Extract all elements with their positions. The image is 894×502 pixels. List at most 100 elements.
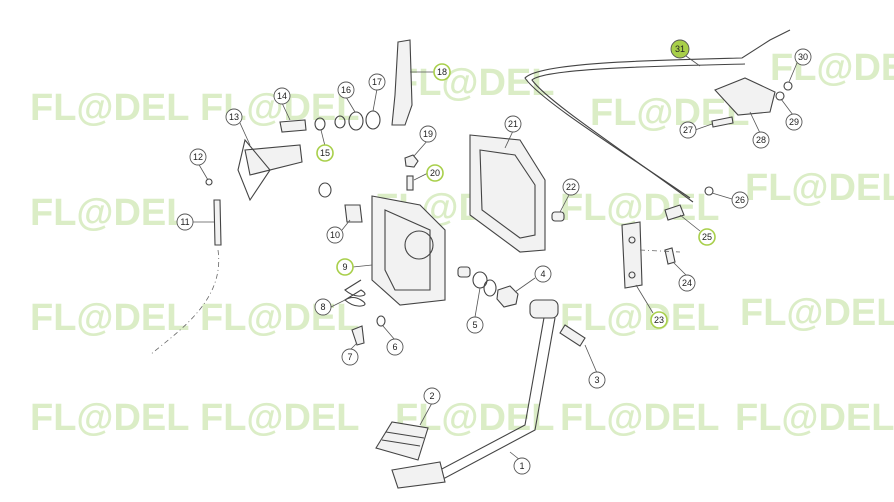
washer	[775, 91, 785, 101]
callout-18[interactable]: 18	[410, 63, 451, 81]
callout-28[interactable]: 28	[749, 111, 770, 149]
callout-12[interactable]: 12	[189, 148, 209, 181]
callout-16[interactable]: 16	[337, 81, 356, 113]
bushing	[551, 211, 565, 222]
washer	[483, 279, 497, 297]
ring	[334, 115, 346, 129]
callout-4[interactable]: 4	[514, 265, 552, 293]
bolt	[664, 247, 676, 265]
callout-7[interactable]: 7	[341, 342, 359, 366]
callout-26[interactable]: 26	[711, 191, 749, 209]
pedal-bracket	[371, 195, 446, 306]
svg-text:17: 17	[372, 77, 382, 87]
gasket-inner	[479, 149, 536, 239]
watermark: FL@DEL	[30, 397, 189, 439]
pedal-pad-grip	[381, 431, 425, 447]
watermark: FL@DEL	[200, 297, 359, 339]
pedal-pivot	[529, 299, 559, 319]
callout-11[interactable]: 11	[176, 213, 214, 231]
watermark: FL@DEL	[30, 87, 189, 129]
svg-text:4: 4	[540, 269, 545, 279]
svg-text:29: 29	[789, 117, 799, 127]
plate-hole	[628, 236, 636, 244]
callout-17[interactable]: 17	[368, 73, 386, 112]
parts-layer	[149, 29, 793, 489]
svg-text:30: 30	[798, 52, 808, 62]
callout-8[interactable]: 8	[314, 298, 346, 316]
stud	[664, 204, 685, 221]
callout-27[interactable]: 27	[679, 121, 713, 139]
control-cable	[524, 29, 791, 199]
svg-text:22: 22	[566, 182, 576, 192]
svg-text:25: 25	[702, 232, 712, 242]
watermark: FL@DEL	[770, 47, 894, 89]
callout-14[interactable]: 14	[273, 87, 291, 121]
washer	[318, 182, 332, 198]
watermark: FL@DEL	[30, 192, 189, 234]
bushing	[457, 266, 471, 278]
nut	[404, 154, 419, 168]
callout-31-highlighted[interactable]: 31	[670, 39, 701, 67]
callout-13[interactable]: 13	[225, 108, 251, 146]
callout-20[interactable]: 20	[413, 164, 444, 182]
svg-text:26: 26	[735, 195, 745, 205]
svg-text:1: 1	[519, 461, 524, 471]
linkage-path	[149, 249, 220, 356]
svg-text:23: 23	[654, 315, 664, 325]
svg-text:16: 16	[341, 85, 351, 95]
eye	[205, 178, 213, 186]
svg-text:24: 24	[682, 278, 692, 288]
svg-text:28: 28	[756, 135, 766, 145]
callout-19[interactable]: 19	[413, 125, 437, 157]
bolt	[559, 324, 586, 347]
lever	[237, 138, 271, 202]
svg-text:8: 8	[320, 302, 325, 312]
bolt	[711, 116, 734, 128]
nut	[704, 186, 714, 196]
watermark: FL@DEL	[200, 397, 359, 439]
callout-21[interactable]: 21	[504, 115, 522, 149]
callout-15[interactable]: 15	[316, 129, 334, 162]
washer	[376, 315, 386, 327]
stud	[406, 175, 414, 191]
plate	[621, 221, 643, 289]
callout-30[interactable]: 30	[788, 48, 812, 83]
svg-text:7: 7	[347, 352, 352, 362]
svg-text:21: 21	[508, 119, 518, 129]
callout-2[interactable]: 2	[419, 387, 441, 426]
svg-text:14: 14	[277, 91, 287, 101]
callout-10[interactable]: 10	[326, 219, 351, 244]
callout-23[interactable]: 23	[635, 284, 668, 329]
callout-25[interactable]: 25	[679, 214, 716, 246]
callout-1[interactable]: 1	[509, 451, 531, 475]
callout-9[interactable]: 9	[336, 258, 373, 276]
centerline	[639, 249, 681, 253]
rod	[213, 199, 222, 246]
bracket-detail	[384, 209, 434, 291]
svg-text:6: 6	[392, 342, 397, 352]
spring	[344, 279, 366, 307]
washer	[472, 271, 488, 289]
callout-5[interactable]: 5	[466, 287, 484, 334]
plate-hole	[628, 271, 636, 279]
svg-text:3: 3	[594, 375, 599, 385]
ring	[314, 117, 326, 131]
washer	[348, 111, 364, 131]
watermark: FL@DEL	[560, 297, 719, 339]
svg-text:13: 13	[229, 112, 239, 122]
callout-24[interactable]: 24	[672, 261, 696, 292]
svg-text:19: 19	[423, 129, 433, 139]
pedal-pad	[375, 421, 429, 461]
nut	[783, 81, 793, 91]
callout-29[interactable]: 29	[780, 98, 803, 131]
svg-text:18: 18	[437, 67, 447, 77]
svg-text:10: 10	[330, 230, 340, 240]
pedal-foot	[391, 461, 446, 489]
callout-22[interactable]: 22	[559, 178, 580, 213]
callout-6[interactable]: 6	[382, 325, 404, 356]
callout-3[interactable]: 3	[584, 344, 606, 389]
svg-text:15: 15	[320, 148, 330, 158]
washer	[365, 110, 381, 130]
